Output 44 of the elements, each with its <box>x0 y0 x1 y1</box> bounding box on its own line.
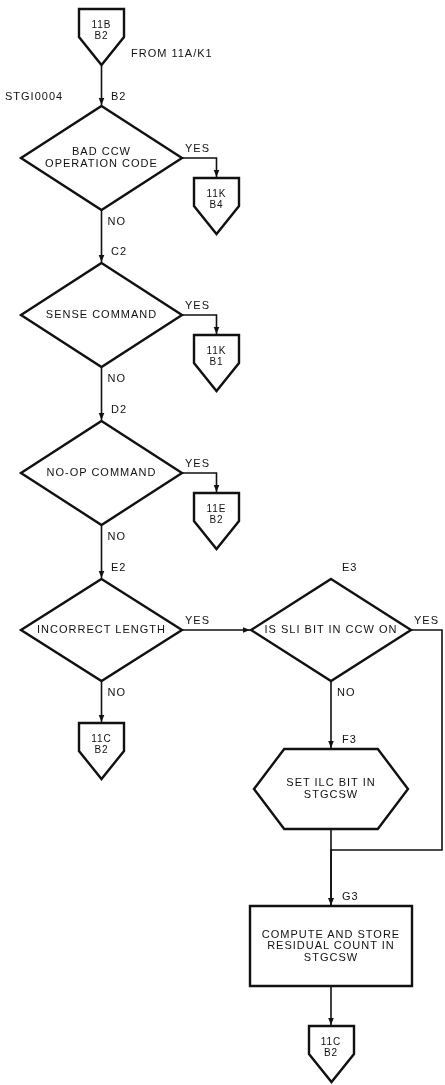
node-text: IS SLI BIT IN CCW ON <box>264 624 398 636</box>
edge-label: NO <box>106 530 127 542</box>
flow-arrow <box>98 210 105 263</box>
edge-label: YES <box>184 457 211 469</box>
flow-arrow <box>98 525 105 579</box>
step-reference: D2 <box>110 403 129 415</box>
step-reference: E2 <box>110 561 128 573</box>
node-text: 11B B2 <box>90 20 113 41</box>
node-text: COMPUTE AND STORE RESIDUAL COUNT IN STGCSW <box>260 928 402 964</box>
flow-arrow <box>328 829 334 906</box>
node-text: SENSE COMMAND <box>45 309 158 321</box>
edge-label: NO <box>106 215 127 227</box>
step-reference: B2 <box>110 90 128 102</box>
flow-arrow <box>98 65 105 106</box>
flow-arrow <box>182 472 220 493</box>
edge-label: YES <box>184 299 211 311</box>
node-text: SET ILC BIT IN STGCSW <box>285 777 377 801</box>
node-text: BAD CCW OPERATION CODE <box>44 146 159 170</box>
edge-label: NO <box>106 686 127 698</box>
step-reference: F3 <box>341 733 358 745</box>
step-reference: STGI0004 <box>4 90 65 102</box>
flow-arrow <box>182 627 251 633</box>
edge-label: YES <box>413 614 440 626</box>
flow-arrow <box>182 314 220 335</box>
edge-label: YES <box>184 614 211 626</box>
node-text: 11K B4 <box>205 189 228 210</box>
step-reference: C2 <box>110 245 129 257</box>
edge-label: NO <box>106 372 127 384</box>
node-text: NO-OP COMMAND <box>46 467 157 479</box>
source-note: FROM 11A/K1 <box>130 47 214 59</box>
flow-arrow <box>328 681 334 749</box>
flow-arrow <box>98 367 105 421</box>
step-reference: G3 <box>341 890 360 902</box>
node-text: 11C B2 <box>319 1037 343 1058</box>
edge-label: YES <box>184 142 211 154</box>
node-text: INCORRECT LENGTH <box>37 624 166 636</box>
node-text: 11K B1 <box>205 346 228 367</box>
flow-arrow <box>328 986 334 1026</box>
node-text: 11C B2 <box>90 734 113 755</box>
flow-arrow <box>182 157 220 178</box>
node-text: 11E B2 <box>205 504 228 525</box>
edge-label: NO <box>336 686 357 698</box>
step-reference: E3 <box>341 561 359 573</box>
flow-arrow <box>98 681 105 723</box>
